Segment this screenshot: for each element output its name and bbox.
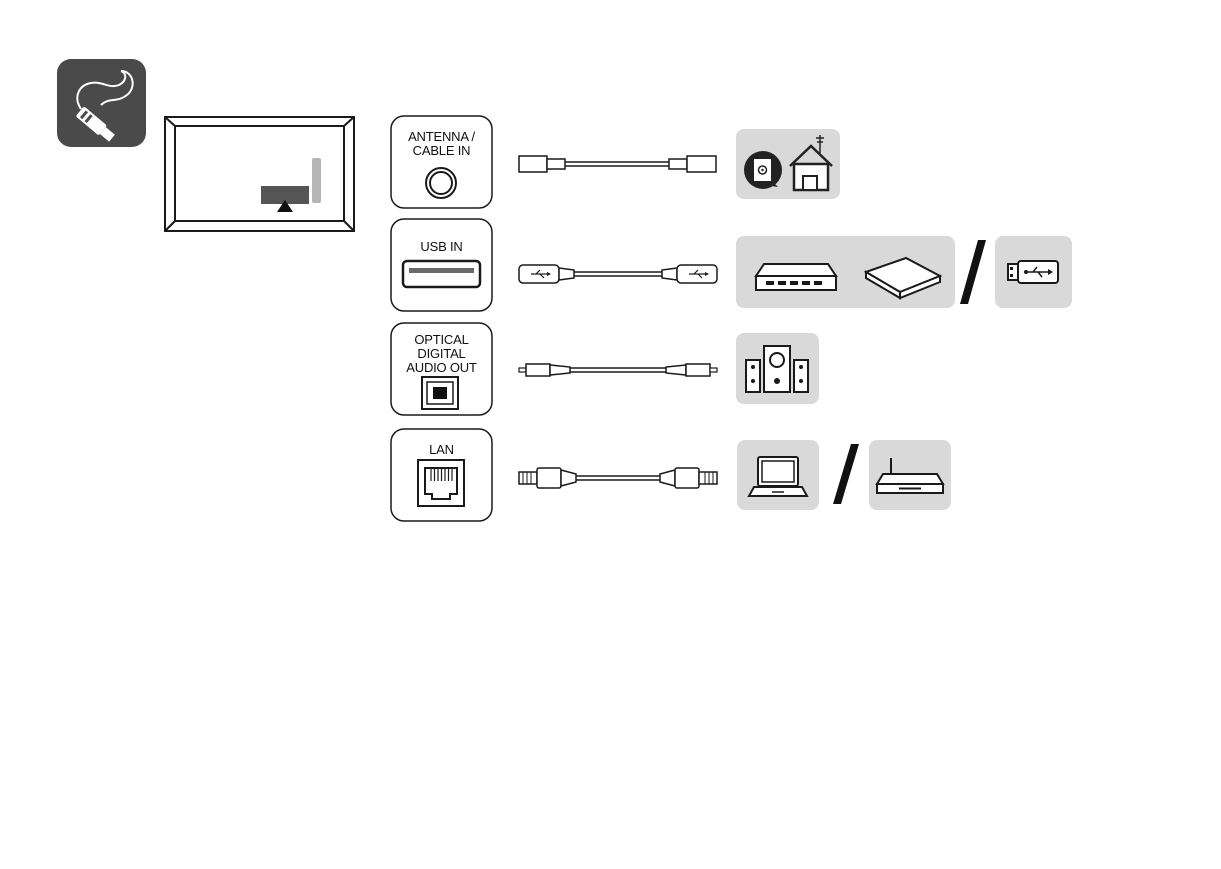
or-separator-icon [956,240,990,306]
optical-port-icon [422,377,458,409]
laptop-icon [737,440,819,510]
optical-cable-icon [518,360,718,380]
or-separator-icon [829,444,863,506]
usb-port-icon [403,261,480,287]
coaxial-cable-icon [518,152,718,176]
cable-plug-icon [57,59,146,147]
antenna-wall-outlet-icon [736,129,840,199]
ethernet-cable-icon [518,465,718,491]
usb-flash-drive-icon [995,236,1072,308]
tv-rear-panel-icon [164,116,355,232]
usb-storage-devices-tile [736,236,955,308]
optical-port-label: OPTICAL DIGITAL AUDIO OUT [390,333,493,375]
speaker-system-icon [736,333,819,404]
usb-port-label: USB IN [390,240,493,254]
lan-port-label: LAN [390,443,493,457]
usb-port-box [390,218,493,312]
usb-cable-icon [518,261,718,287]
antenna-port-label: ANTENNA / CABLE IN [390,130,493,158]
coax-port-icon [426,168,456,198]
ethernet-port-icon [418,460,464,506]
external-hdd-icon [756,264,836,290]
router-icon [869,440,951,510]
